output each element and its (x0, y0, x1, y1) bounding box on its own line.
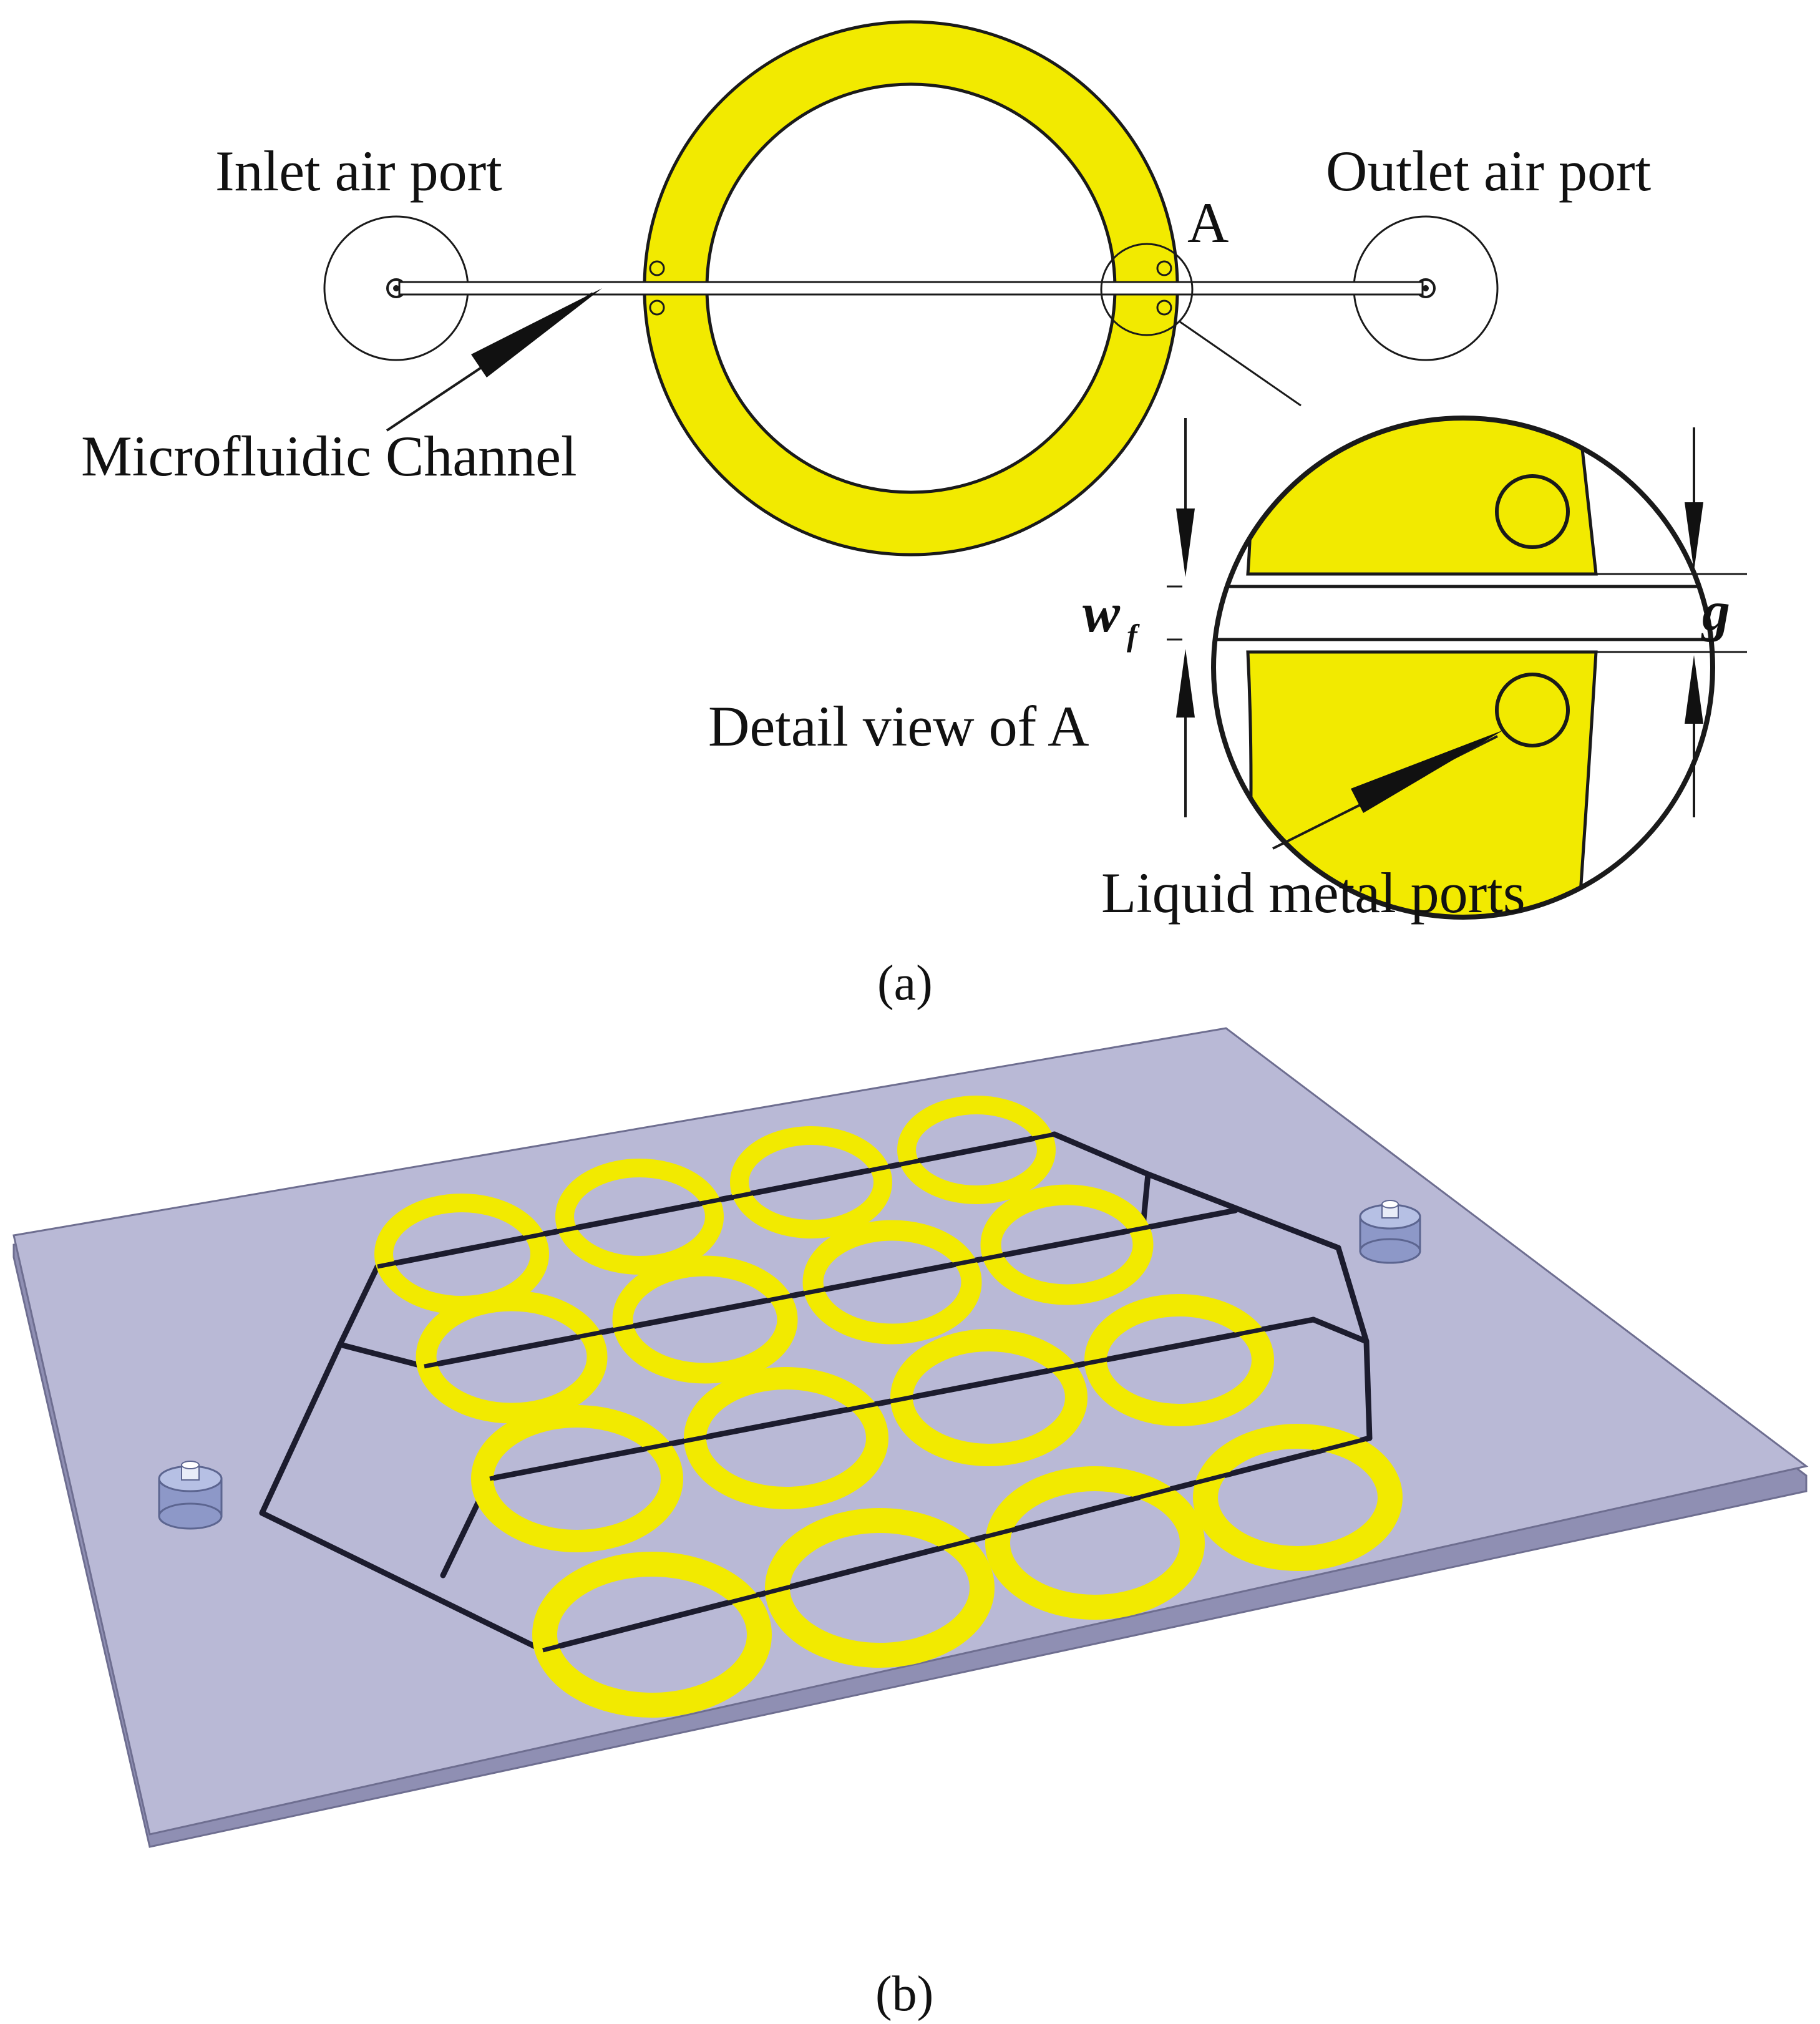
ring (532, 1552, 772, 1718)
ring (897, 1096, 1056, 1204)
outlet-port-dot (1423, 285, 1429, 291)
caption-b: (b) (875, 1967, 933, 2022)
detail-ring-lower (1246, 650, 1598, 917)
g-arrow-up (1685, 655, 1703, 724)
ring (1193, 1424, 1403, 1571)
microfluidic-channel (398, 281, 1424, 296)
inlet-port-dot (393, 285, 399, 291)
ring (730, 1126, 892, 1238)
ring (980, 1184, 1154, 1305)
ring-port-left-top (649, 260, 665, 276)
inlet-port-label: Inlet air port (215, 139, 502, 203)
ring (555, 1159, 724, 1275)
channel-inlet-trunk-upper (337, 1341, 427, 1370)
point-a-label: A (1187, 191, 1229, 255)
panel-b: (b) (12, 1027, 1809, 2022)
detail-connector-line (1179, 320, 1302, 407)
detail-port-lower (1495, 673, 1570, 747)
inlet-port-cylinder (158, 1461, 223, 1530)
detail-marker-circle (1100, 243, 1194, 336)
detail-ring-upper (1246, 418, 1598, 576)
ring (802, 1220, 982, 1345)
ring (612, 1255, 798, 1384)
wf-arrow-up (1176, 649, 1195, 718)
detail-view-label: Detail view of A (708, 694, 1089, 758)
channel-label: Microfluidic Channel (81, 424, 577, 488)
wf-symbol: w (1083, 582, 1121, 644)
detail-port-upper (1495, 474, 1570, 549)
ports-label: Liquid metal ports (1101, 861, 1526, 925)
ring (471, 1405, 683, 1552)
ring-port-left-bottom (649, 299, 665, 316)
channel-outlet-sub-lower (1310, 1316, 1370, 1345)
channel-pointer-arrowhead (471, 288, 602, 377)
outlet-port-label: Outlet air port (1326, 139, 1652, 203)
ring-port-right-top (1156, 260, 1172, 276)
ring (985, 1466, 1205, 1620)
ring-row-2 (416, 1184, 1154, 1424)
panel-a: A Inlet air port Outlet air port Microfl… (81, 20, 1747, 1011)
ring-row-4 (532, 1424, 1403, 1718)
wf-subscript: f (1127, 618, 1140, 653)
g-arrow-down (1685, 502, 1703, 571)
detail-channel (1214, 585, 1713, 641)
split-ring (643, 20, 1179, 557)
channel-overlay (377, 1132, 1370, 1653)
ports-pointer-arrowhead (1351, 730, 1504, 813)
wf-arrow-down (1176, 508, 1195, 577)
channel-inlet-branch-lower (259, 1510, 546, 1653)
detail-view-outline (1211, 416, 1715, 920)
outlet-port-cylinder (1359, 1200, 1421, 1264)
ring (416, 1290, 608, 1424)
g-symbol: g (1701, 581, 1730, 643)
ring-array (374, 1096, 1403, 1718)
ring-port-right-bottom (1156, 299, 1172, 316)
caption-a: (a) (877, 956, 933, 1011)
